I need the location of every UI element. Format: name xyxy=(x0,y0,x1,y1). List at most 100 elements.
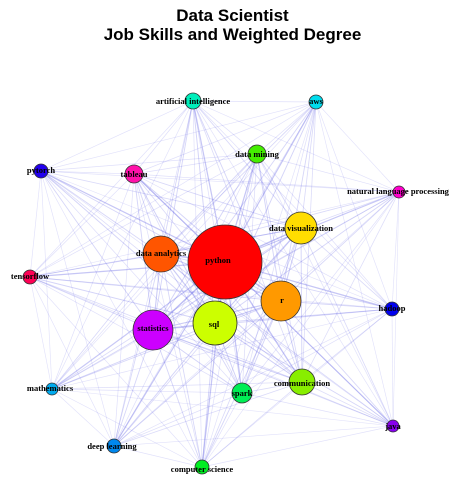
edge-aws-computer-science xyxy=(201,101,317,468)
node-computer-science xyxy=(194,459,210,475)
edge-deep-learning-tensorflow xyxy=(29,276,115,447)
edge-aws-mathematics xyxy=(51,101,317,390)
edge-spark-deep-learning xyxy=(113,392,243,447)
edge-communication-deep-learning xyxy=(113,381,303,447)
edge-spark-mathematics xyxy=(51,388,243,394)
edge-aws-tensorflow xyxy=(29,101,317,278)
edge-artificial-intelligence-pytorch xyxy=(40,100,194,172)
node-label-mathematics: mathematics xyxy=(27,383,74,393)
edge-natural-language-processing-hadoop xyxy=(391,191,400,310)
edge-data-analytics-aws xyxy=(160,101,317,255)
node-data-mining xyxy=(247,144,267,164)
edge-data-visualization-tableau xyxy=(133,173,302,229)
edge-communication-pytorch xyxy=(40,170,303,383)
node-label-data-visualization: data visualization xyxy=(269,223,333,233)
node-pytorch xyxy=(33,163,49,179)
node-java xyxy=(386,419,400,433)
edge-r-java xyxy=(280,300,394,427)
edge-computer-science-mathematics xyxy=(51,388,203,468)
node-tensorflow xyxy=(22,269,38,285)
node-label-r: r xyxy=(280,295,284,305)
chart-title: Data Scientist Job Skills and Weighted D… xyxy=(0,6,465,44)
edge-artificial-intelligence-tensorflow xyxy=(29,100,194,278)
edge-data-analytics-computer-science xyxy=(160,253,203,468)
edge-statistics-aws xyxy=(152,101,317,331)
edge-spark-aws xyxy=(241,101,317,394)
edge-tableau-natural-language-processing xyxy=(133,173,400,193)
edge-data-mining-aws xyxy=(256,101,317,155)
edge-spark-natural-language-processing xyxy=(241,191,400,394)
edge-data-mining-artificial-intelligence xyxy=(192,100,258,155)
edge-aws-pytorch xyxy=(40,101,317,172)
node-label-sql: sql xyxy=(209,319,220,329)
edge-artificial-intelligence-java xyxy=(192,100,394,427)
edge-java-deep-learning xyxy=(113,425,394,447)
node-python xyxy=(187,224,263,300)
edge-communication-hadoop xyxy=(301,308,393,383)
edge-sql-pytorch xyxy=(40,170,216,324)
edge-r-natural-language-processing xyxy=(280,191,400,302)
edge-aws-natural-language-processing xyxy=(315,101,400,193)
node-communication xyxy=(288,368,316,396)
edge-hadoop-deep-learning xyxy=(113,308,393,447)
node-data-analytics xyxy=(142,235,180,273)
edge-r-data-mining xyxy=(256,153,282,302)
edge-java-mathematics xyxy=(51,388,394,427)
edge-statistics-natural-language-processing xyxy=(152,191,400,331)
edge-aws-java xyxy=(315,101,394,427)
edge-sql-deep-learning xyxy=(113,322,216,447)
edge-spark-hadoop xyxy=(241,308,393,394)
edge-data-visualization-computer-science xyxy=(201,227,302,468)
edge-data-mining-natural-language-processing xyxy=(256,153,400,193)
edge-natural-language-processing-computer-science xyxy=(201,191,400,468)
edge-data-mining-hadoop xyxy=(256,153,393,310)
edge-statistics-artificial-intelligence xyxy=(152,100,194,331)
edge-natural-language-processing-deep-learning xyxy=(113,191,400,447)
node-label-communication: communication xyxy=(274,378,330,388)
edge-data-visualization-aws xyxy=(300,101,317,229)
node-aws xyxy=(308,94,324,110)
edge-tensorflow-pytorch xyxy=(29,170,42,278)
edge-sql-tensorflow xyxy=(29,276,216,324)
edge-tableau-tensorflow xyxy=(29,173,135,278)
edge-hadoop-mathematics xyxy=(51,308,393,390)
edge-mathematics-pytorch xyxy=(40,170,53,390)
edge-r-aws xyxy=(280,101,317,302)
node-label-data-mining: data mining xyxy=(235,149,279,159)
edge-statistics-tensorflow xyxy=(29,276,154,331)
edge-communication-data-mining xyxy=(256,153,303,383)
edge-spark-computer-science xyxy=(201,392,243,468)
node-label-artificial-intelligence: artificial intelligence xyxy=(156,96,231,106)
edge-data-mining-tableau xyxy=(133,153,258,175)
edge-data-visualization-pytorch xyxy=(40,170,302,229)
chart-title-line2: Job Skills and Weighted Degree xyxy=(103,25,362,44)
edge-computer-science-tensorflow xyxy=(29,276,203,468)
node-natural-language-processing xyxy=(392,185,406,199)
edge-data-mining-java xyxy=(256,153,394,427)
edge-java-computer-science xyxy=(201,425,394,468)
node-tableau xyxy=(124,164,144,184)
edge-aws-hadoop xyxy=(315,101,393,310)
edge-tableau-artificial-intelligence xyxy=(133,100,194,175)
edge-computer-science-deep-learning xyxy=(113,445,203,468)
edge-communication-mathematics xyxy=(51,381,303,390)
edge-computer-science-pytorch xyxy=(40,170,203,468)
node-mathematics xyxy=(45,382,59,396)
edge-sql-computer-science xyxy=(201,322,216,468)
edge-data-visualization-communication xyxy=(300,227,303,383)
chart-title-line1: Data Scientist xyxy=(176,6,289,25)
edge-artificial-intelligence-deep-learning xyxy=(113,100,194,447)
edge-tableau-aws xyxy=(133,101,317,175)
edge-sql-mathematics xyxy=(51,322,216,390)
edge-tableau-hadoop xyxy=(133,173,393,310)
edge-data-analytics-data-mining xyxy=(160,153,258,255)
edge-r-artificial-intelligence xyxy=(192,100,282,302)
edge-communication-natural-language-processing xyxy=(301,191,400,383)
edge-data-mining-tensorflow xyxy=(29,153,258,278)
node-label-java: java xyxy=(384,421,401,431)
edge-tableau-mathematics xyxy=(51,173,135,390)
edge-statistics-communication xyxy=(152,329,303,383)
edge-artificial-intelligence-mathematics xyxy=(51,100,194,390)
